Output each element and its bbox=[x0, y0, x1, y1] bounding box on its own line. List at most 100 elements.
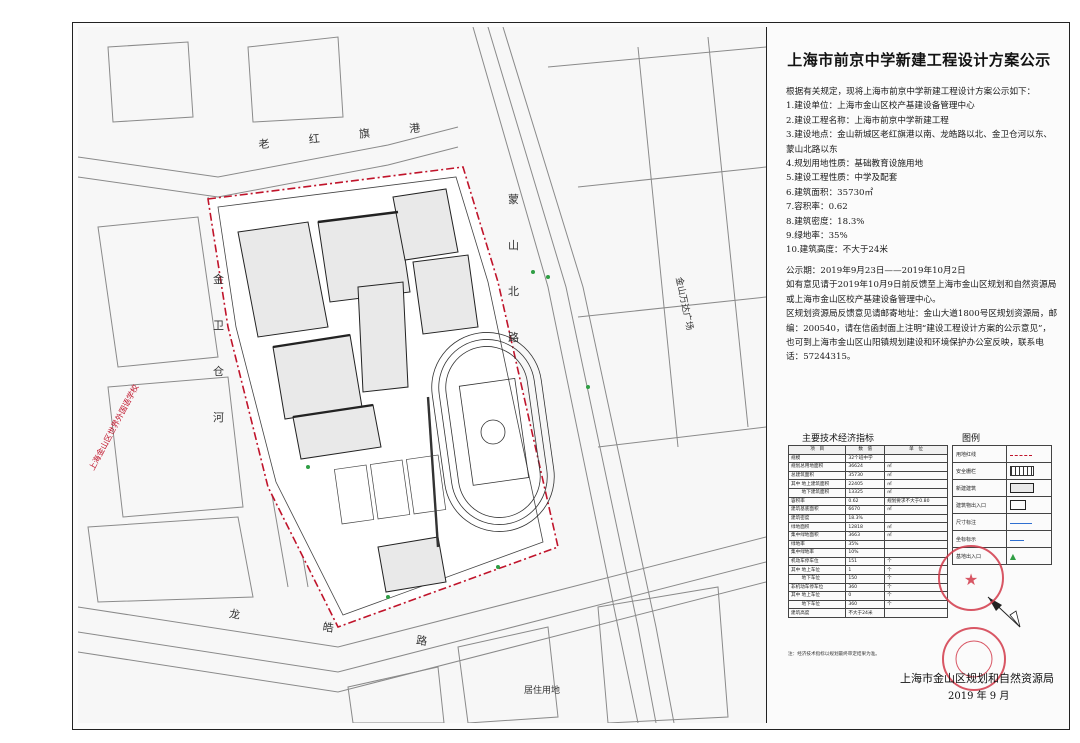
cell: 其中 地上建筑面积 bbox=[787, 479, 847, 489]
cell: 0 bbox=[845, 591, 886, 601]
legend-row: 坐标标示 bbox=[952, 530, 1053, 548]
legend-row: 用地红线 bbox=[952, 445, 1053, 463]
cell bbox=[884, 548, 948, 558]
svg-text:★: ★ bbox=[964, 570, 978, 589]
notice-item: 2.建设工程名称：上海市前京中学新建工程 bbox=[786, 115, 949, 126]
issue-date: 2019 年 9 月 bbox=[948, 691, 1010, 702]
legend-heading: 图例 bbox=[962, 434, 981, 444]
notice-item: 7.容积率：0.62 bbox=[786, 202, 848, 213]
cell bbox=[884, 453, 948, 464]
cell: 规模 bbox=[787, 453, 847, 464]
cell: 6670 bbox=[845, 505, 886, 515]
notice-intro: 根据有关规定，现将上海市前京中学新建工程设计方案公示如下： bbox=[786, 87, 1036, 97]
cell: ㎡ bbox=[884, 462, 948, 472]
cell: ㎡ bbox=[884, 530, 948, 541]
cell bbox=[884, 608, 948, 618]
notice-item: 8.建筑密度：18.3% bbox=[786, 216, 865, 227]
cell: 地下车位 bbox=[787, 573, 847, 584]
cell: 10% bbox=[845, 548, 886, 558]
table-row: 建筑高度不大于24米 bbox=[787, 608, 948, 618]
legend-label: 用地红线 bbox=[952, 445, 1007, 463]
cell: ㎡ bbox=[884, 505, 948, 515]
legend-label: 建筑物出入口 bbox=[952, 496, 1007, 514]
official-seal-icon: ★ bbox=[938, 545, 1004, 611]
cell: ㎡ bbox=[884, 470, 948, 481]
residential-label: 居住用地 bbox=[524, 686, 561, 696]
site-entrance-symbol: ▲ bbox=[1005, 547, 1053, 565]
cell: 32个班中学 bbox=[845, 453, 886, 464]
legend-label: 安全栅栏 bbox=[952, 462, 1007, 480]
cell: 12818 bbox=[845, 522, 886, 532]
cell: 机动车停车位 bbox=[787, 556, 847, 567]
cell: ㎡ bbox=[884, 479, 948, 489]
notice-item: 4.规划用地性质：基础教育设施用地 bbox=[786, 159, 924, 170]
table-heading: 主要技术经济指标 bbox=[802, 434, 875, 444]
notice-feedback-address: 区规划资源局反馈意见请邮寄地址：金山大道1800号区规划资源局，邮编：20054… bbox=[786, 309, 1058, 363]
approval-seal-icon bbox=[942, 627, 1006, 691]
table-header-row: 项 目 数 值 单 位 bbox=[787, 445, 948, 455]
table-header: 数 值 bbox=[845, 445, 886, 455]
cell: 建筑密度 bbox=[787, 513, 847, 524]
legend-row: 新建建筑 bbox=[952, 479, 1053, 497]
cell: 150 bbox=[845, 573, 886, 584]
legend-row: 尺寸标注 bbox=[952, 513, 1053, 531]
cell: 地下车位 bbox=[787, 599, 847, 610]
table-header: 项 目 bbox=[787, 445, 847, 455]
cell: 绿地面积 bbox=[787, 522, 847, 532]
site-plan-map: 老 红 旗 港 蒙 山 北 路 金 卫 仓 河 龙 皓 路 金山万达广场 上海金… bbox=[78, 27, 767, 723]
cell: 绿地率 bbox=[787, 539, 847, 550]
fence-symbol bbox=[1005, 462, 1053, 480]
cell: 13325 bbox=[845, 487, 886, 498]
cell: 总建筑面积 bbox=[787, 470, 847, 481]
red-line-symbol bbox=[1005, 445, 1053, 463]
notice-period: 公示期：2019年9月23日——2019年10月2日 bbox=[786, 265, 966, 276]
cell: 不大于24米 bbox=[845, 608, 886, 618]
cell: 集中绿地率 bbox=[787, 548, 847, 558]
cell: 其中 地上车位 bbox=[787, 591, 847, 601]
cell: 35730 bbox=[845, 470, 886, 481]
notice-item: 3.建设地点：金山新城区老红旗港以南、龙皓路以北、金卫仓河以东、蒙山北路以东 bbox=[786, 130, 1053, 155]
cell: 个 bbox=[884, 591, 948, 601]
notice-item: 6.建筑面积：35730㎡ bbox=[786, 187, 874, 198]
cell: 22405 bbox=[845, 479, 886, 489]
coordinate-symbol bbox=[1005, 530, 1053, 548]
cell: 规划要求不大于0.80 bbox=[884, 496, 948, 507]
cell: 非机动车停车位 bbox=[787, 582, 847, 593]
cell bbox=[884, 513, 948, 524]
new-building-symbol bbox=[1005, 479, 1053, 497]
cell: 个 bbox=[884, 599, 948, 610]
legend-label: 尺寸标注 bbox=[952, 513, 1007, 531]
cell: 151 bbox=[845, 556, 886, 567]
notice-feedback: 如有意见请于2019年10月9日前反馈至上海市金山区规划和自然资源局或上海市金山… bbox=[786, 280, 1057, 305]
cell: ㎡ bbox=[884, 487, 948, 498]
info-panel: 上海市前京中学新建工程设计方案公示 根据有关规定，现将上海市前京中学新建工程设计… bbox=[772, 27, 1066, 723]
notice-item: 9.绿地率：35% bbox=[786, 231, 848, 242]
road-label-east: 蒙 山 北 路 bbox=[508, 193, 519, 344]
page-title: 上海市前京中学新建工程设计方案公示 bbox=[787, 51, 1051, 69]
cell bbox=[884, 539, 948, 550]
legend-label: 坐标标示 bbox=[952, 530, 1007, 548]
cell: 个 bbox=[884, 556, 948, 567]
notice-item: 1.建设单位：上海市金山区校产基建设备管理中心 bbox=[786, 101, 975, 112]
legend-row: 安全栅栏 bbox=[952, 462, 1053, 480]
cell: 建筑基底面积 bbox=[787, 505, 847, 515]
cell: 地下建筑面积 bbox=[787, 487, 847, 498]
legend-label: 新建建筑 bbox=[952, 479, 1007, 497]
issuing-authority: 上海市金山区规划和自然资源局 bbox=[900, 672, 1054, 685]
cell: ㎡ bbox=[884, 522, 948, 532]
